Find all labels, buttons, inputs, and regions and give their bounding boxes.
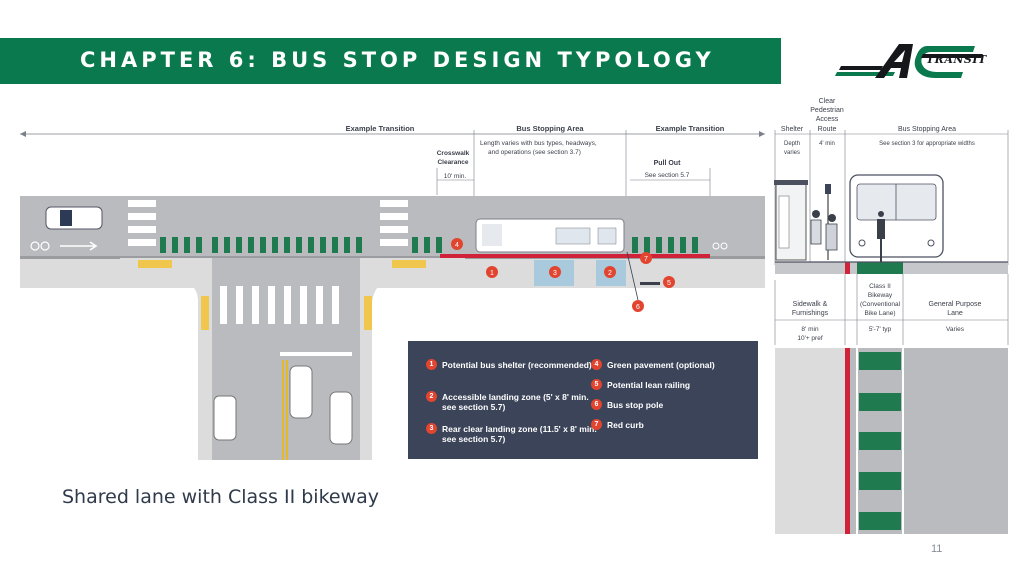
label-class2-1: Class II: [869, 283, 891, 290]
plan-view: Example Transition Bus Stopping Area Len…: [20, 124, 765, 460]
slide-caption: Shared lane with Class II bikeway: [62, 486, 380, 508]
section-view: Clear Pedestrian Access Route Shelter Bu…: [774, 98, 1009, 534]
marker-5: 5: [663, 276, 675, 288]
label-class2-4: Bike Lane): [864, 310, 895, 317]
label-general-2: Lane: [947, 310, 963, 317]
label-crosswalk-1: Crosswalk: [437, 150, 470, 157]
label-clear-ped-3: Access: [816, 116, 839, 123]
svg-text:5: 5: [667, 280, 671, 287]
marker-1: 1: [486, 266, 498, 278]
svg-text:7: 7: [644, 256, 648, 263]
svg-text:6: 6: [636, 304, 640, 311]
svg-text:4: 4: [455, 242, 459, 249]
label-depth-1: Depth: [784, 141, 800, 147]
label-see-section: See section 3 for appropriate widths: [879, 141, 975, 147]
label-example-transition-left: Example Transition: [346, 124, 415, 133]
label-bus-area-note-2: and operations (see section 3.7): [488, 149, 581, 156]
label-bus-area-note-1: Length varies with bus types, headways,: [480, 140, 597, 147]
label-sidewalk-width-1: 8' min: [801, 326, 819, 333]
marker-2a: 2: [604, 266, 616, 278]
label-general-1: General Purpose: [929, 301, 982, 308]
label-sidewalk-width-2: 10'+ pref: [797, 335, 822, 342]
label-general-width: Varies: [946, 326, 965, 333]
label-section-bus-area: Bus Stopping Area: [898, 126, 956, 133]
label-clear-ped-2: Pedestrian: [810, 107, 844, 114]
label-class2-3: (Conventional: [860, 301, 901, 308]
logo-text: TRANSIT: [926, 53, 987, 66]
legend: 1 Potential bus shelter (recommended) 2 …: [408, 341, 758, 459]
page-number: 11: [931, 543, 943, 555]
label-sidewalk-1: Sidewalk &: [793, 301, 828, 308]
svg-text:3: 3: [553, 270, 557, 277]
label-crosswalk-min: 10' min.: [444, 173, 467, 180]
marker-3: 3: [549, 266, 561, 278]
label-clear-ped-1: Clear: [819, 98, 836, 105]
label-depth-2: varies: [784, 150, 800, 156]
label-shelter: Shelter: [781, 126, 804, 133]
marker-7: 7: [640, 252, 652, 264]
label-class2-2: Bikeway: [868, 292, 893, 299]
ac-transit-logo: [835, 40, 985, 84]
label-four-min: 4' min: [819, 141, 835, 147]
marker-6: 6: [632, 300, 644, 312]
label-pull-out: Pull Out: [654, 160, 682, 167]
marker-4: 4: [451, 238, 463, 250]
label-bike-width: 5'-7' typ: [869, 326, 892, 333]
label-bus-stopping-area: Bus Stopping Area: [516, 124, 584, 133]
label-pull-out-note: See section 5.7: [645, 172, 690, 179]
label-example-transition-right: Example Transition: [656, 124, 725, 133]
label-sidewalk-2: Furnishings: [792, 310, 829, 317]
svg-text:2: 2: [608, 270, 612, 277]
chapter-banner: CHAPTER 6: BUS STOP DESIGN TYPOLOGY: [0, 38, 781, 84]
svg-text:1: 1: [490, 270, 494, 277]
page-title: CHAPTER 6: BUS STOP DESIGN TYPOLOGY: [80, 48, 715, 72]
label-crosswalk-2: Clearance: [437, 159, 468, 166]
label-clear-ped-4: Route: [818, 126, 837, 133]
